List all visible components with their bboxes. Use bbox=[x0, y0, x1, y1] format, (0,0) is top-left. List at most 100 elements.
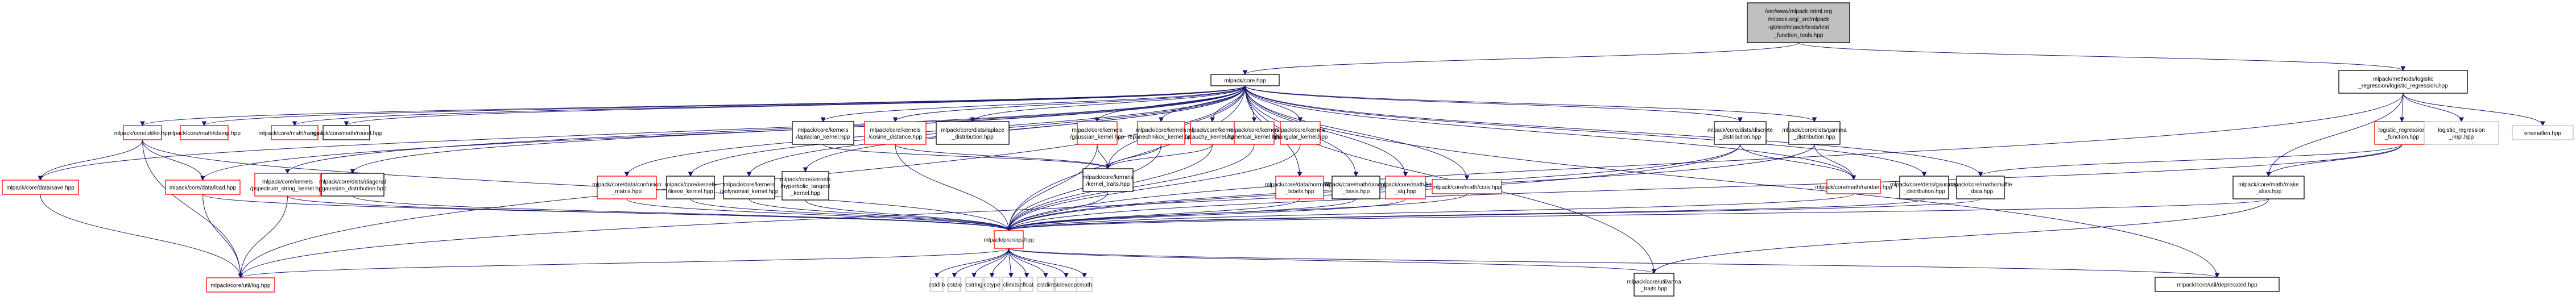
node-label: /mlpack.org/_src/mlpack bbox=[1768, 16, 1830, 23]
node-gaussdist[interactable]: mlpack/core/dists/gaussian_distribution.… bbox=[1890, 176, 1958, 199]
node-range[interactable]: mlpack/core/math/range.hpp bbox=[259, 125, 331, 140]
node-confusion[interactable]: mlpack/core/data/confusion_matrix.hpp bbox=[592, 176, 661, 199]
arrowhead-icon bbox=[1812, 117, 1817, 123]
arrowhead-icon bbox=[892, 117, 898, 123]
node-label: /var/www/mlpack.ratml.org bbox=[1765, 9, 1832, 15]
node-label: /laplacian_kernel.hpp bbox=[796, 134, 850, 140]
node-label: mlpack/core/util/log.hpp bbox=[210, 283, 270, 289]
node-linear[interactable]: mlpack/core/kernels/linear_kernel.hpp bbox=[665, 176, 716, 199]
arrowhead-icon bbox=[1064, 273, 1069, 278]
arrowhead-icon bbox=[1210, 117, 1215, 123]
arrowhead-icon bbox=[934, 273, 940, 278]
arrowhead-icon bbox=[1082, 273, 1087, 278]
edge-linalg-to-prereqs bbox=[1008, 198, 1406, 231]
node-discrete[interactable]: mlpack/core/dists/discrete_distribution.… bbox=[1707, 121, 1773, 145]
node-label: mlpack/core/math/ccov.hpp bbox=[1433, 185, 1502, 191]
arrowhead-icon bbox=[1105, 164, 1111, 170]
arrowhead-icon bbox=[803, 167, 808, 173]
node-label: mlpack/core/dists/gaussian bbox=[1890, 182, 1958, 188]
node-gaussk[interactable]: mlpack/core/kernels/gaussian_kernel.hpp bbox=[1070, 121, 1124, 145]
node-deprecated[interactable]: mlpack/core/util/deprecated.hpp bbox=[2155, 277, 2280, 292]
node-box bbox=[2374, 121, 2430, 145]
node-label: /triangular_kernel.hpp bbox=[1273, 134, 1328, 140]
node-label: mlpack/core/util/io.hpp bbox=[114, 131, 171, 137]
node-label: mlpack/core/dists/discrete bbox=[1707, 127, 1773, 134]
node-randbasis[interactable]: mlpack/core/math/random_basis.hpp bbox=[1323, 176, 1389, 199]
node-prereqs[interactable]: mlpack/prereqs.hpp bbox=[984, 230, 1034, 249]
node-cosine[interactable]: mlpack/core/kernels/cosine_distance.hpp bbox=[864, 121, 927, 145]
edge-io-to-load bbox=[142, 139, 203, 181]
edge-normlabels-to-prereqs bbox=[1008, 198, 1300, 231]
node-label: mlpack/core/dists/diagonal bbox=[319, 179, 386, 185]
node-round[interactable]: mlpack/core/math/round.hpp bbox=[311, 125, 383, 140]
node-stdexcept: stdexcept bbox=[1054, 277, 1078, 292]
edge-ccov-to-prereqs bbox=[1008, 193, 1467, 231]
node-box bbox=[1826, 179, 1881, 194]
node-random[interactable]: mlpack/core/math/random.hpp bbox=[1815, 179, 1892, 194]
node-ktraits[interactable]: mlpack/core/kernels/kernel_traits.hpp bbox=[1082, 168, 1134, 192]
node-label: cstdlib bbox=[929, 282, 945, 289]
node-label: cstring bbox=[966, 282, 982, 289]
node-box bbox=[254, 173, 321, 197]
node-box bbox=[965, 277, 983, 292]
node-logreg[interactable]: mlpack/methods/logistic_regression/logis… bbox=[2338, 70, 2468, 94]
node-shuffle[interactable]: mlpack/core/math/shuffle_data.hpp bbox=[1949, 176, 2012, 199]
node-label: _alg.hpp bbox=[1394, 189, 1417, 195]
node-box bbox=[948, 277, 961, 292]
node-clamp[interactable]: mlpack/core/math/clamp.hpp bbox=[168, 125, 241, 140]
node-gamma[interactable]: mlpack/core/dists/gamma_distribution.hpp bbox=[1782, 121, 1847, 145]
edge-makealias-to-prereqs bbox=[1008, 198, 2269, 231]
node-core[interactable]: mlpack/core.hpp bbox=[1210, 74, 1280, 86]
node-normlabels[interactable]: mlpack/core/data/normalize_labels.hpp bbox=[1265, 176, 1335, 199]
node-triangular[interactable]: mlpack/core/kernels/triangular_kernel.hp… bbox=[1273, 121, 1328, 145]
node-makealias[interactable]: mlpack/core/math/make_alias.hpp bbox=[2232, 176, 2305, 199]
node-ccov[interactable]: mlpack/core/math/ccov.hpp bbox=[1432, 179, 1502, 194]
edge-core-to-linalg bbox=[1244, 85, 1406, 177]
arrowhead-icon bbox=[2540, 121, 2545, 127]
node-label: mlpack/core/kernels bbox=[1072, 127, 1123, 134]
node-label: /hyperbolic_tangent bbox=[780, 184, 830, 190]
node-linalg[interactable]: mlpack/core/math/lin_alg.hpp bbox=[1379, 176, 1432, 199]
edge-core-to-hyper bbox=[805, 85, 1246, 172]
node-box bbox=[1076, 277, 1093, 292]
node-hyper[interactable]: mlpack/core/kernels/hyperbolic_tangent_k… bbox=[780, 171, 831, 201]
edge-core-to-round bbox=[346, 85, 1246, 126]
node-spherical[interactable]: mlpack/core/kernels/spherical_kernel.hpp bbox=[1227, 121, 1281, 145]
edge-core-to-range bbox=[294, 85, 1246, 126]
node-cstdlib: cstdlib bbox=[929, 277, 945, 292]
edge-load-to-log bbox=[202, 194, 241, 278]
node-box bbox=[1747, 2, 1850, 43]
node-lrfunc[interactable]: logistic_regression_function.hpp bbox=[2374, 121, 2430, 145]
node-pspectrum[interactable]: mlpack/core/kernels/pspectrum_string_ker… bbox=[250, 173, 325, 197]
node-cauchy[interactable]: mlpack/core/kernels/cauchy_kernel.hpp bbox=[1187, 121, 1238, 145]
node-load[interactable]: mlpack/core/data/load.hpp bbox=[165, 180, 241, 195]
arrowhead-icon bbox=[1297, 172, 1303, 177]
node-armatraits[interactable]: mlpack/core/util/arma_traits.hpp bbox=[1627, 273, 1681, 297]
node-label: mlpack/core/math/range.hpp bbox=[259, 131, 331, 137]
edge-core-to-random bbox=[1244, 85, 1854, 180]
node-epan[interactable]: mlpack/core/kernels/epanechnikov_kernel.… bbox=[1128, 121, 1194, 145]
node-label: mlpack/core/kernels bbox=[1083, 174, 1134, 181]
node-box bbox=[2424, 121, 2499, 145]
node-label: mlpack/core/util/deprecated.hpp bbox=[2177, 282, 2257, 289]
node-poly[interactable]: mlpack/core/kernels/polynomial_kernel.hp… bbox=[720, 176, 779, 199]
node-laplace[interactable]: mlpack/core/dists/laplace_distribution.h… bbox=[936, 121, 1010, 145]
node-label: _alias.hpp bbox=[2255, 189, 2282, 195]
node-io[interactable]: mlpack/core/util/io.hpp bbox=[114, 125, 171, 140]
arrowhead-icon bbox=[2399, 117, 2405, 123]
node-save[interactable]: mlpack/core/data/save.hpp bbox=[2, 180, 79, 195]
node-label: mlpack/core/dists/gamma bbox=[1782, 127, 1847, 134]
node-box bbox=[792, 121, 854, 145]
arrowhead-icon bbox=[1242, 70, 1248, 76]
node-laplacian[interactable]: mlpack/core/kernels/laplacian_kernel.hpp bbox=[792, 121, 854, 145]
node-label: mlpack/core.hpp bbox=[1224, 78, 1266, 84]
node-log[interactable]: mlpack/core/util/log.hpp bbox=[206, 277, 275, 293]
arrowhead-icon bbox=[1159, 117, 1164, 123]
edge-hyper-to-prereqs bbox=[805, 199, 1009, 231]
node-box bbox=[1634, 273, 1674, 297]
node-label: _distribution.hpp bbox=[1719, 134, 1762, 140]
node-diaggauss[interactable]: mlpack/core/dists/diagonal_gaussian_dist… bbox=[319, 173, 387, 197]
arrowhead-icon bbox=[688, 172, 693, 177]
